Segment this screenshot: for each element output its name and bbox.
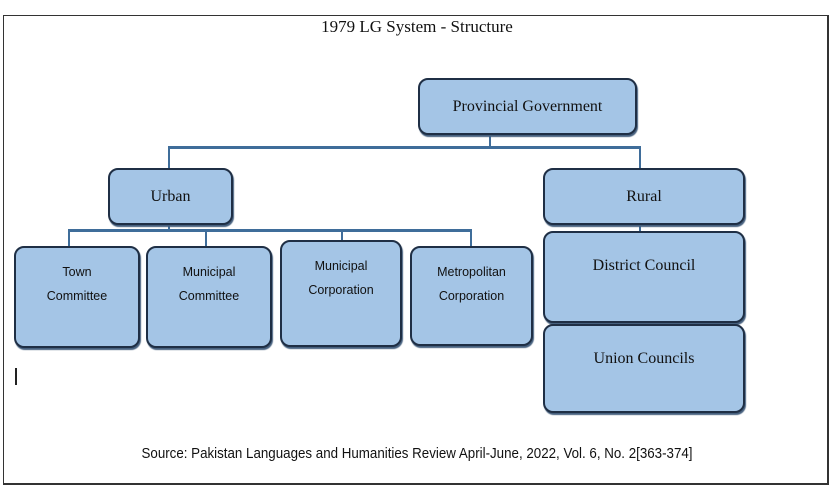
connector-level1-horizontal: [168, 146, 640, 149]
node-label: Municipal: [182, 265, 236, 279]
connector-to-town: [68, 229, 70, 246]
node-label: Committee: [178, 289, 240, 303]
node-label: Provincial Government: [452, 97, 603, 115]
node-label: Union Councils: [593, 350, 695, 367]
node-label: Urban: [150, 187, 191, 205]
connector-to-metropolitan: [470, 229, 472, 246]
node-provincial-government: Provincial Government: [418, 78, 637, 135]
diagram-title: 1979 LG System - Structure: [321, 17, 513, 36]
connector-urban-horizontal: [68, 229, 470, 232]
node-label: Corporation: [438, 289, 505, 303]
connector-provincial-down: [489, 134, 491, 148]
connector-to-mun-committee: [205, 229, 207, 246]
node-urban: Urban: [108, 168, 233, 225]
connector-urban-down: [168, 224, 170, 230]
node-label: Committee: [46, 289, 108, 303]
connector-to-mun-corporation: [341, 229, 343, 240]
diagram-frame: [3, 15, 829, 485]
text-cursor: [15, 368, 17, 385]
node-label: Corporation: [308, 283, 374, 297]
node-union-councils: Union Councils: [543, 324, 745, 413]
connector-to-rural: [639, 146, 641, 168]
node-label: District Council: [592, 257, 696, 274]
node-rural: Rural: [543, 168, 745, 225]
node-label: Municipal: [314, 259, 368, 273]
node-label: Rural: [626, 187, 662, 205]
node-district-council: District Council: [543, 231, 745, 323]
node-label: Town: [62, 265, 92, 279]
node-label: Metropolitan: [437, 265, 506, 279]
connector-to-urban: [168, 146, 170, 168]
connector-rural-down: [639, 224, 641, 232]
source-caption: Source: Pakistan Languages and Humanitie…: [141, 446, 693, 462]
